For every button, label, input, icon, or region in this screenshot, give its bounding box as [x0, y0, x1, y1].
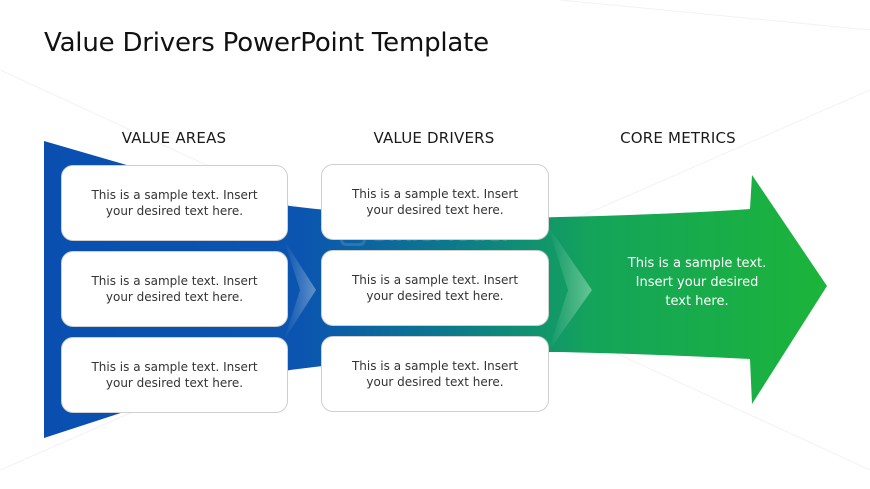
value-driver-card-3[interactable]: This is a sample text. Insert your desir…	[321, 336, 549, 412]
card-text-line1: This is a sample text. Insert	[91, 187, 258, 202]
header-value-drivers: VALUE DRIVERS	[373, 129, 495, 147]
card-text-line2: your desired text here.	[105, 376, 244, 390]
header-value-areas: VALUE AREAS	[121, 129, 227, 147]
value-area-card-3[interactable]: This is a sample text. Insert your desir…	[61, 337, 288, 413]
card-text-line1: This is a sample text. Insert	[351, 186, 519, 201]
card-text-line1: This is a sample text. Insert	[91, 273, 258, 288]
card-text-line2: your desired text here.	[366, 203, 504, 217]
value-driver-card-1[interactable]: This is a sample text. Insert your desir…	[321, 164, 549, 240]
card-text-line2: your desired text here.	[366, 375, 504, 389]
chevron-highlight-2	[548, 226, 592, 352]
core-metric-text[interactable]: This is a sample text. Insert your desir…	[614, 254, 780, 311]
card-text-line2: your desired text here.	[366, 289, 504, 303]
value-driver-card-2[interactable]: This is a sample text. Insert your desir…	[321, 250, 549, 326]
card-text-line1: This is a sample text. Insert	[91, 359, 258, 374]
value-area-card-2[interactable]: This is a sample text. Insert your desir…	[61, 251, 288, 327]
metric-text-line2: Insert your desired	[635, 275, 759, 290]
card-text-line2: your desired text here.	[105, 204, 244, 218]
card-text-line1: This is a sample text. Insert	[351, 272, 519, 287]
value-area-card-1[interactable]: This is a sample text. Insert your desir…	[61, 165, 288, 241]
card-text-line2: your desired text here.	[105, 290, 244, 304]
metric-text-line1: This is a sample text.	[627, 256, 767, 271]
header-core-metrics: CORE METRICS	[620, 129, 736, 147]
metric-text-line3: text here.	[665, 294, 729, 309]
slide-title: Value Drivers PowerPoint Template	[44, 28, 489, 58]
chevron-highlight-1	[284, 240, 316, 340]
card-text-line1: This is a sample text. Insert	[351, 358, 519, 373]
